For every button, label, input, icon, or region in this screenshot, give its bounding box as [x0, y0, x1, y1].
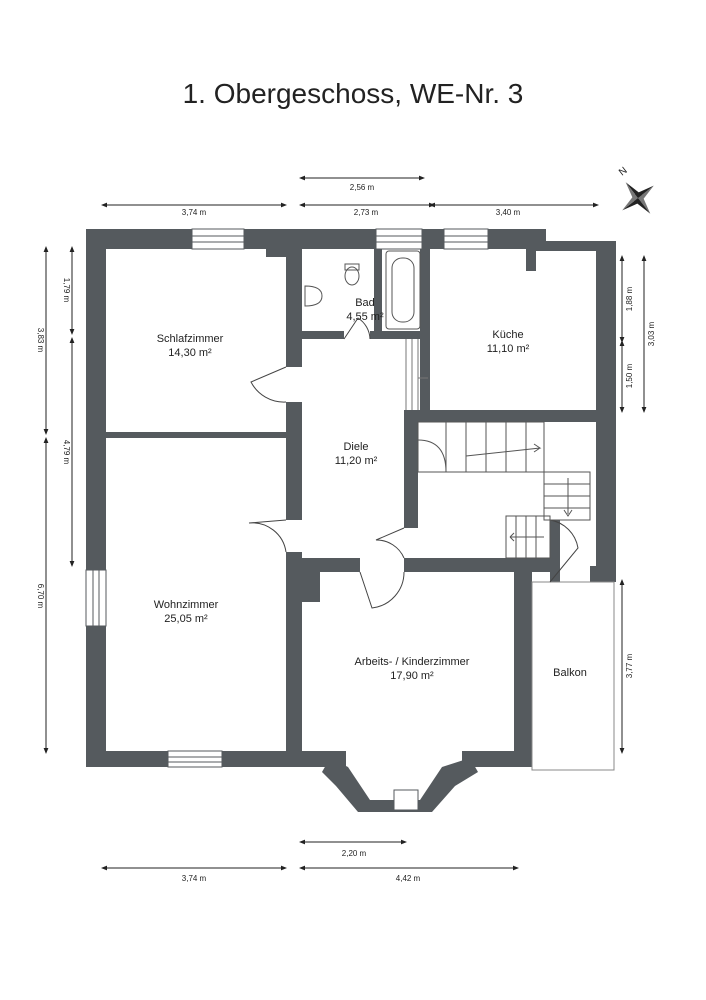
room-name-diele: Diele [343, 441, 368, 453]
window-bad [375, 228, 423, 250]
dim-right-188: 1,88 m [625, 286, 634, 311]
wall-stair-right [550, 520, 560, 582]
room-area-wohnzimmer: 25,05 m² [164, 613, 208, 625]
dim-left-670: 6,70 m [36, 584, 45, 609]
room-area-diele: 11,20 m² [335, 455, 378, 467]
door-schlafzimmer [250, 366, 287, 403]
wall-top-right [526, 241, 616, 251]
room-name-schlafzimmer: Schlafzimmer [157, 333, 224, 345]
dim-left-179: 1,79 m [62, 278, 71, 303]
window-wohnzimmer-bottom [167, 750, 223, 768]
dimension-labels: 2,56 m 3,74 m 2,73 m 3,40 m 1,79 m 4,79 … [36, 183, 656, 883]
toilet-tank [344, 263, 360, 271]
passage-lines [405, 339, 428, 410]
wall-kueche-left [420, 249, 430, 411]
dim-right-377: 3,77 m [625, 653, 634, 678]
room-area-arbeitszimmer: 17,90 m² [390, 670, 434, 682]
wall-arbeit-right [514, 572, 532, 767]
room-name-kueche: Küche [492, 329, 523, 341]
wall-int-1 [286, 249, 302, 367]
door-bad [343, 317, 371, 340]
wall-arbeit-top-right [500, 558, 550, 572]
wall-top-notch [526, 229, 546, 241]
wall-bad-bottom-1 [302, 331, 344, 339]
room-name-balkon: Balkon [553, 667, 587, 679]
windows [85, 228, 489, 811]
window-wohnzimmer-left [85, 569, 107, 627]
window-bay [393, 789, 419, 811]
room-area-schlafzimmer: 14,30 m² [168, 347, 212, 359]
room-name-wohnzimmer: Wohnzimmer [154, 599, 219, 611]
dim-right-303: 3,03 m [647, 321, 656, 346]
dim-top-273: 2,73 m [354, 208, 379, 217]
wall-stair-left [404, 410, 418, 528]
room-area-kueche: 11,10 m² [487, 343, 530, 355]
plan-title: 1. Obergeschoss, WE-Nr. 3 [182, 78, 524, 109]
wall-arbeit-top [404, 558, 500, 572]
room-name-bad: Bad [355, 297, 375, 309]
bath-fixtures [304, 250, 421, 330]
dim-top-340: 3,40 m [496, 208, 521, 217]
wall-int-3 [286, 552, 302, 767]
compass-icon [622, 182, 654, 214]
bathtub-inner [391, 257, 415, 323]
wall-bad-bottom-2 [370, 331, 426, 339]
wall-bay-window [322, 758, 478, 812]
wall-int-2 [286, 402, 302, 520]
wall-chimney [266, 249, 286, 257]
room-labels: Schlafzimmer 14,30 m² Bad 4,55 m² Küche … [154, 297, 587, 682]
wall-kueche-bottom [404, 410, 616, 422]
room-name-arbeitszimmer: Arbeits- / Kinderzimmer [355, 656, 470, 668]
dim-top-256: 2,56 m [350, 183, 375, 192]
wall-balkon-top [590, 566, 616, 582]
dim-left-479: 4,79 m [62, 440, 71, 465]
washbasin [304, 285, 323, 307]
staircase [417, 421, 591, 559]
door-stair [375, 527, 405, 559]
dimension-lines [43, 175, 647, 871]
bathtub [385, 250, 421, 330]
door-balkon [549, 519, 579, 583]
door-wohnzimmer [248, 519, 287, 553]
window-schlafzimmer [191, 228, 245, 250]
toilet [344, 266, 360, 286]
room-area-bad: 4,55 m² [346, 311, 384, 323]
dim-left-383: 3,83 m [36, 328, 45, 353]
window-kueche [443, 228, 489, 250]
doors [248, 317, 579, 609]
dim-top-374: 3,74 m [182, 208, 207, 217]
compass-label: N [617, 165, 629, 178]
balcony [531, 581, 615, 771]
wall-kitchen-niche [526, 241, 536, 271]
door-arbeitszimmer [359, 571, 405, 609]
wall-arbeit-top-left [302, 558, 360, 572]
dim-bottom-374: 3,74 m [182, 874, 207, 883]
wall-schlaf-wohn [106, 432, 286, 438]
walls [86, 229, 616, 812]
wall-left [86, 229, 106, 767]
dim-bottom-442: 4,42 m [396, 874, 421, 883]
wall-column [302, 572, 320, 602]
wall-bad-right [374, 249, 382, 335]
dim-bottom-220: 2,20 m [342, 849, 367, 858]
dim-right-150: 1,50 m [625, 363, 634, 388]
